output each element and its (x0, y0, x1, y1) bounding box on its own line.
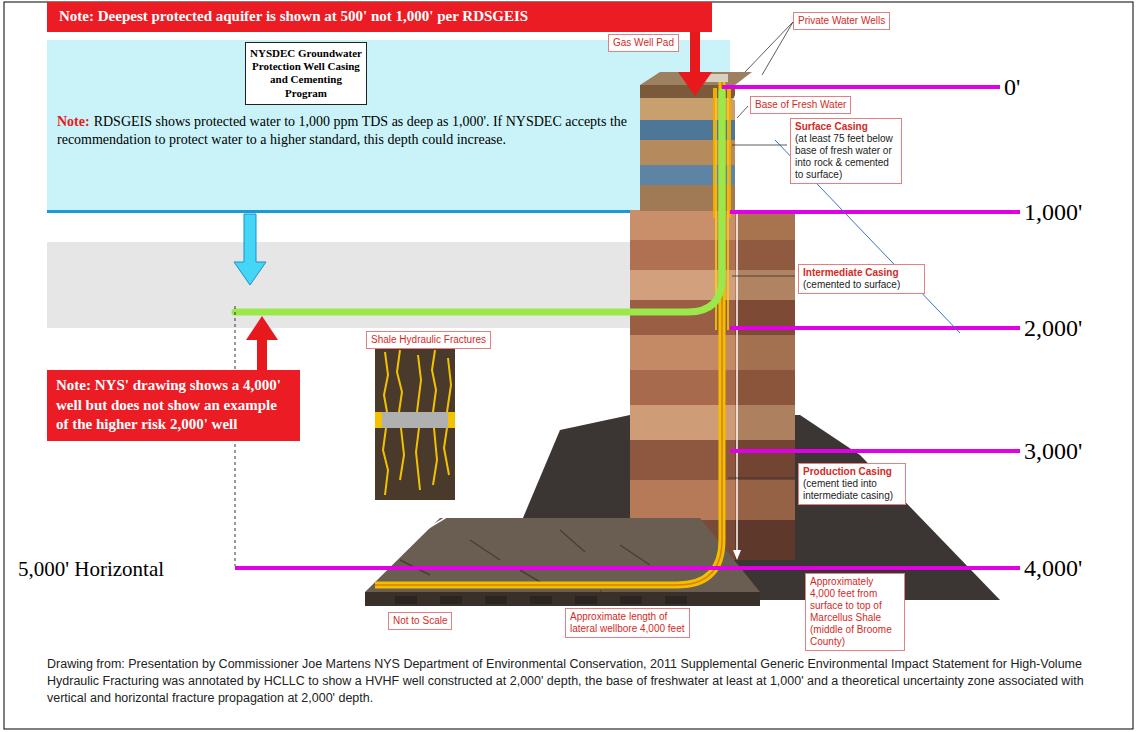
node-text: NYSDEC Groundwater Protection Well Casin… (250, 47, 362, 99)
depth-label: 1,000' (1024, 198, 1082, 226)
depth-label: 4,000' (1024, 554, 1082, 582)
leader-lines (745, 22, 793, 72)
node-text: Not to Scale (393, 615, 447, 627)
page-frame (4, 2, 1133, 729)
shale-slab (400, 530, 650, 585)
depth-lines (730, 449, 1020, 453)
rock-strata (735, 480, 795, 520)
node-text: Note: Deepest protected aquifer is shown… (59, 7, 700, 27)
rock-strata (735, 270, 795, 300)
wellbore (729, 88, 731, 218)
note-box: Note: Deepest protected aquifer is shown… (47, 2, 712, 32)
shale-slab (365, 518, 760, 606)
depth-label: 0' (1004, 73, 1020, 101)
base-of-freshwater-line (47, 211, 730, 212)
part-label: Private Water Wells (793, 12, 890, 30)
node-text: Gas Well Pad (613, 37, 674, 49)
fracture-inset (375, 412, 455, 428)
leader-lines (732, 145, 787, 146)
wellbore (727, 88, 729, 330)
node-text: Approximate length of lateral wellbore 4… (570, 611, 685, 635)
cyan-arrow (234, 214, 266, 285)
depth-lines (235, 566, 1020, 570)
shale-slab (530, 596, 552, 604)
node-text: Shale Hydraulic Fractures (371, 334, 486, 346)
part-label: Shale Hydraulic Fractures (366, 331, 491, 349)
leader-lines (762, 22, 793, 75)
note-box: Note: NYS' drawing shows a 4,000' well b… (47, 370, 300, 441)
node-text: Private Water Wells (798, 15, 885, 27)
cyan-arrow (234, 214, 266, 285)
part-label: Base of Fresh Water (750, 96, 851, 114)
part-label: Surface Casing(at least 75 feet below ba… (790, 118, 902, 184)
node-text: Base of Fresh Water (755, 99, 846, 111)
node-text: (cemented to surface) (803, 279, 920, 291)
leader-lines (737, 106, 748, 118)
page-frame (4, 2, 1133, 729)
rock-strata (630, 210, 795, 560)
fracture-inset (375, 347, 455, 500)
shale-slab (365, 592, 760, 606)
shale-slab (440, 596, 462, 604)
rock-strata (735, 405, 795, 440)
shale-slab (620, 596, 642, 604)
fracture-inset (383, 428, 449, 495)
depth-lines (730, 326, 1020, 330)
depth-arrow (733, 550, 741, 560)
caption: Drawing from: Presentation by Commission… (47, 656, 1117, 707)
red-arrow (678, 72, 712, 96)
rock-strata (735, 520, 795, 560)
red-arrow (246, 316, 278, 371)
depth-label: 2,000' (1024, 314, 1082, 342)
rock-strata (735, 440, 795, 480)
shale-slab (575, 596, 597, 604)
depth-label: 3,000' (1024, 437, 1082, 465)
depth-arrow (733, 90, 741, 560)
wellbore (713, 88, 715, 218)
red-arrow (246, 316, 278, 340)
leader-lines (732, 276, 795, 277)
rock-strata (735, 210, 795, 240)
red-arrow (678, 32, 712, 96)
node-text: Intermediate Casing (803, 267, 920, 279)
fracture-inset (375, 412, 382, 428)
node-text: (cement tied into intermediate casing) (803, 478, 901, 502)
node-text: Note: (57, 114, 90, 129)
fracture-bracket (385, 503, 470, 530)
node-text: RDSGEIS shows protected water to 1,000 p… (57, 114, 627, 147)
part-label: Gas Well Pad (608, 34, 679, 52)
part-label: Approximate length of lateral wellbore 4… (565, 608, 690, 638)
node-text: (at least 75 feet below base of fresh wa… (795, 133, 897, 181)
title-box: NYSDEC Groundwater Protection Well Casin… (245, 42, 367, 105)
fracture-inset (375, 347, 455, 500)
red-arrow (690, 32, 700, 74)
depth-label: 5,000' Horizontal (18, 555, 164, 583)
part-label: Approximately 4,000 feet from surface to… (805, 573, 905, 651)
part-label: Not to Scale (388, 612, 452, 630)
rock-strata (735, 370, 795, 405)
depth-lines (730, 210, 1020, 214)
shale-slab (395, 596, 417, 604)
depth-lines (722, 85, 1000, 89)
red-arrow (257, 338, 267, 371)
part-label: Intermediate Casing(cemented to surface) (798, 264, 925, 294)
rock-strata (735, 240, 795, 270)
leader-lines (728, 478, 795, 479)
fracture-bracket (385, 503, 470, 530)
rock-strata (735, 335, 795, 370)
depth-arrow (733, 90, 741, 100)
fracture-inset (448, 412, 455, 428)
depth-arrow (736, 96, 738, 554)
fracture-inset (384, 350, 451, 412)
node-text: Production Casing (803, 466, 901, 478)
node-text: Note: NYS' drawing shows a 4,000' well b… (56, 376, 291, 435)
part-label: Production Casing(cement tied into inter… (798, 463, 906, 505)
aquifer-band: Note:RDSGEIS shows protected water to 1,… (47, 40, 640, 210)
leader-lines (600, 590, 612, 605)
node-text: Approximately 4,000 feet from surface to… (810, 576, 900, 648)
shale-slab (485, 596, 507, 604)
node-text: Surface Casing (795, 121, 897, 133)
shale-slab (665, 596, 687, 604)
